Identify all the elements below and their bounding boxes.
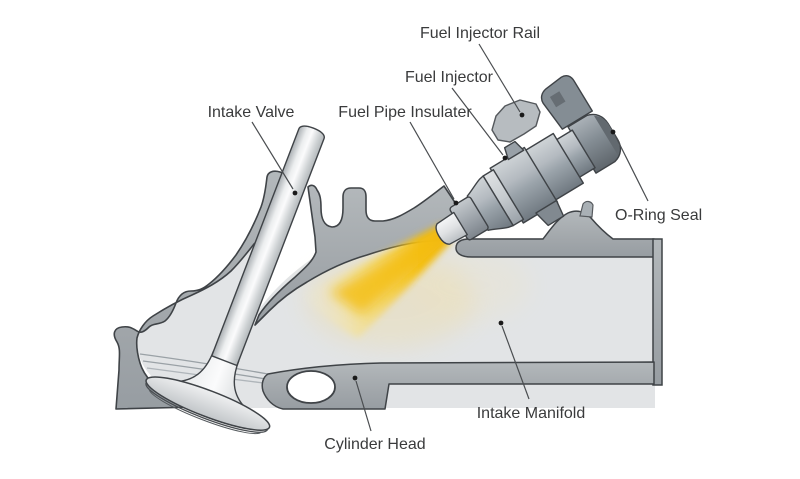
dot-fuel-injector-rail (519, 112, 525, 118)
label-fuel-pipe-insulater: Fuel Pipe Insulater (338, 104, 472, 121)
injector-connector-socket (549, 91, 566, 108)
fuel-rail-bracket (491, 99, 541, 143)
valve-head-face (145, 376, 271, 431)
injector-cone (466, 175, 514, 232)
leader-lines (251, 43, 649, 432)
label-intake-valve: Intake Valve (208, 104, 295, 121)
valve-head-rim-line-2 (148, 388, 262, 435)
leader-cylinder-head (355, 380, 372, 432)
label-texts: Intake Valve Fuel Pipe Insulater Fuel In… (208, 25, 703, 453)
label-intake-manifold: Intake Manifold (477, 405, 586, 422)
dot-cylinder-head (352, 375, 358, 381)
o-ring-band (594, 115, 620, 156)
leader-intake-valve (251, 121, 294, 190)
intake-valve-group (145, 125, 325, 435)
leader-fuel-injector (451, 87, 504, 156)
leader-intake-manifold (501, 325, 530, 400)
label-fuel-injector: Fuel Injector (405, 69, 494, 86)
cylinder-head-left-wall (113, 170, 299, 410)
valve-head-rim-line (145, 382, 269, 433)
injector-connector (540, 75, 593, 130)
intake-manifold-upper-wall (455, 210, 655, 258)
label-cylinder-head: Cylinder Head (324, 436, 425, 453)
injector-nozzle (435, 211, 468, 245)
leader-fuel-pipe-insulater (409, 121, 455, 200)
leader-o-ring-seal (614, 134, 649, 202)
injector-mount-lug-upper (503, 140, 525, 161)
fuel-injector-assembly (435, 75, 622, 245)
cylinder-head-lower-wall (261, 361, 655, 410)
label-o-ring-seal: O-Ring Seal (615, 207, 702, 224)
cylinder-head-top-wall (254, 184, 463, 326)
valve-stem (211, 125, 325, 367)
dot-fuel-injector (502, 155, 508, 161)
fuel-spray-core (330, 228, 447, 315)
head-bolt-hole (286, 370, 336, 404)
injector-clip-tab (579, 200, 594, 218)
injector-mount-lug-lower (535, 199, 565, 227)
dot-intake-valve (292, 190, 298, 196)
intake-manifold-end-flange (652, 238, 663, 386)
fuel-mist-glow-2 (410, 250, 530, 320)
dot-intake-manifold (498, 320, 504, 326)
annotations: Intake Valve Fuel Pipe Insulater Fuel In… (208, 25, 703, 453)
label-fuel-injector-rail: Fuel Injector Rail (420, 25, 540, 42)
dot-o-ring-seal (610, 129, 616, 135)
leader-fuel-injector-rail (478, 43, 521, 113)
dot-fuel-pipe-insulater (453, 200, 459, 206)
leader-dots (292, 112, 616, 381)
